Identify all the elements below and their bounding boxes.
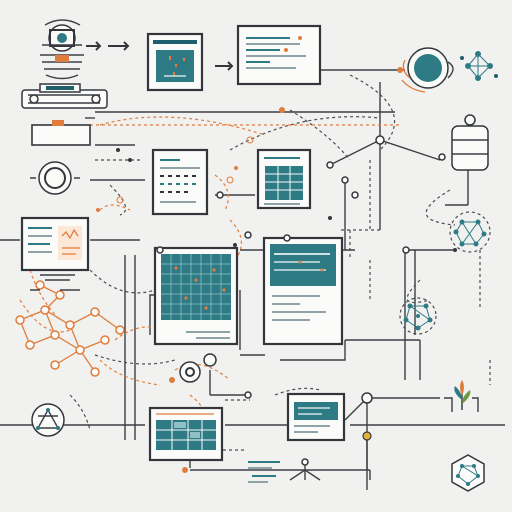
hexagon-network-icon: [451, 454, 485, 492]
chip-icon: [31, 120, 91, 146]
gear-icon: [21, 83, 108, 109]
arrow-icon: [86, 41, 130, 51]
globe-icon: [397, 47, 454, 93]
window-summary: [286, 392, 346, 442]
window-grid-map: [153, 246, 239, 346]
network-graph-icon: [399, 297, 437, 335]
arrow-icon: [215, 61, 234, 71]
list-snippet: [248, 461, 280, 483]
network-graph-icon: [31, 403, 65, 437]
window-document: [262, 236, 344, 346]
target-icon: [30, 161, 80, 195]
junction-node: [283, 234, 291, 242]
robot-icon: [40, 19, 84, 80]
junction-node: [362, 431, 372, 441]
window-table: [148, 406, 224, 462]
window-spreadsheet: [256, 148, 312, 210]
junction-node: [361, 392, 373, 404]
gear-icon: [169, 353, 217, 383]
database-icon: [451, 114, 489, 171]
orange-network: [15, 274, 125, 377]
hexagon-network-icon: [449, 211, 491, 253]
window-code: [236, 24, 322, 86]
window-list: [151, 148, 209, 216]
junction-node: [375, 135, 385, 145]
junction-node: [341, 176, 349, 184]
window-report: [20, 216, 90, 272]
plant-icon: [444, 380, 479, 412]
scatter-markers: [96, 107, 457, 473]
window-dashboard: [146, 32, 204, 92]
network-graph-icon: [460, 51, 498, 81]
junction-node: [301, 458, 309, 466]
